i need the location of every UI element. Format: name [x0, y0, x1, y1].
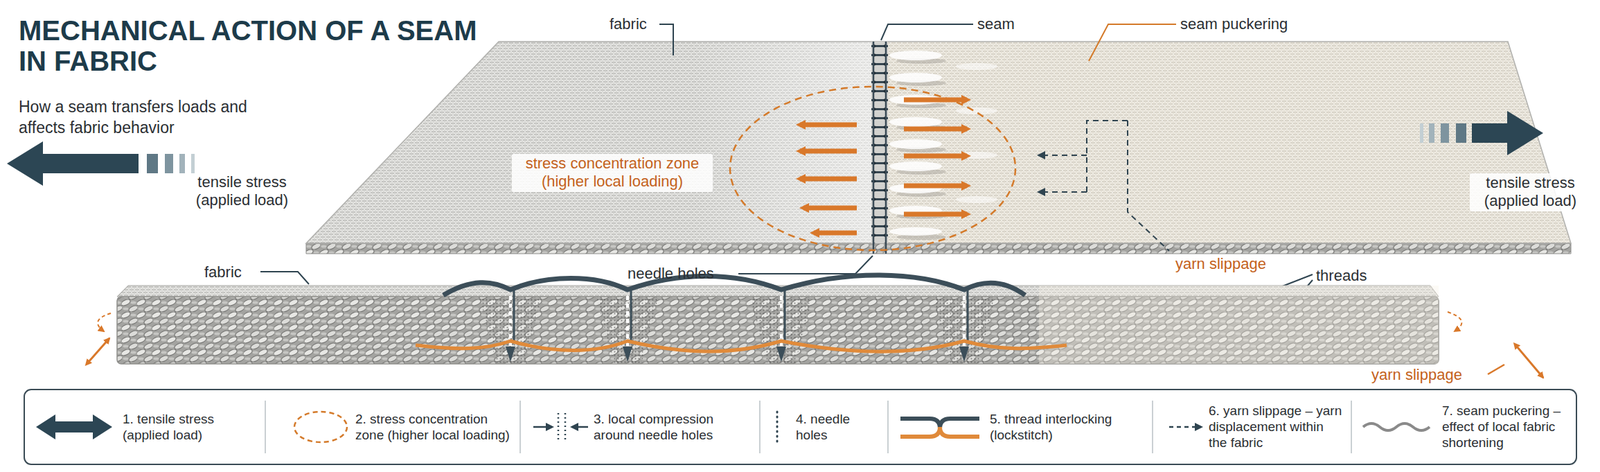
diagram-subtitle: How a seam transfers loads and affects f… [18, 96, 282, 139]
seam-puckering-ripples [889, 50, 998, 240]
part-label: seam [977, 15, 1015, 34]
effect-label: yarn slippage [1371, 365, 1463, 384]
stress-concentration-zone [730, 86, 1016, 251]
fabric-cross-section [117, 274, 1439, 364]
legend-text: 1. tensile stress (applied load) [122, 410, 258, 443]
fabric-surface [306, 41, 1571, 254]
zone-label: stress concentration zone (higher local … [511, 153, 713, 192]
tensile-arrow [6, 141, 195, 186]
diagram-title: MECHANICAL ACTION OF A SEAM IN FABRIC [18, 15, 497, 77]
part-label: threads [1316, 266, 1367, 285]
seam-stitches [871, 41, 888, 254]
yarn-slippage-arrows [88, 311, 1544, 378]
legend-text: 6. yarn slippage – yarn displacement wit… [1208, 402, 1344, 451]
legend-frame [24, 389, 1577, 465]
legend-text: 4. needle holes [795, 410, 883, 443]
yarn-slippage-indicator [1038, 120, 1170, 251]
legend-text: 2. stress concentration zone (higher loc… [355, 410, 512, 443]
part-label: seam puckering [1180, 15, 1288, 34]
part-label: fabric [204, 263, 242, 282]
legend-text: 7. seam puckering – effect of local fabr… [1442, 402, 1571, 451]
load-label: tensile stress (applied load) [181, 173, 303, 210]
load-label: tensile stress (applied load) [1469, 173, 1591, 212]
part-label: fabric [609, 15, 647, 34]
legend-text: 5. thread interlocking (lockstitch) [989, 410, 1146, 443]
tensile-arrow [1419, 110, 1544, 156]
effect-label: yarn slippage [1175, 254, 1267, 273]
part-label: needle holes [627, 264, 715, 283]
legend-text: 3. local compression around needle holes [593, 410, 750, 443]
